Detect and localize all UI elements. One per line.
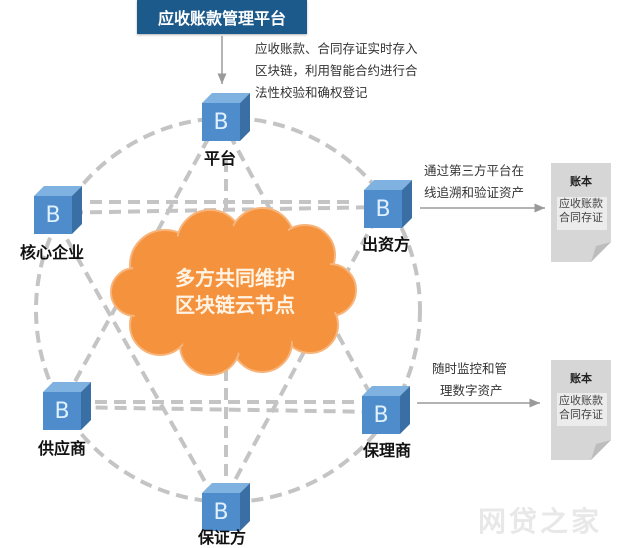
block-icon: B: [375, 196, 391, 222]
node-label-platform: 平台: [204, 149, 237, 168]
node-label-funder: 出资方: [362, 235, 411, 254]
cloud-shape: [110, 207, 357, 376]
ledger-line: 合同存证: [559, 211, 603, 224]
ledger-line: 合同存证: [559, 408, 603, 421]
block-icon: B: [373, 402, 389, 428]
cloud-line: 多方共同维护: [175, 266, 295, 290]
block-icon: B: [45, 202, 61, 228]
funder-note: 通过第三方平台在 线追溯和验证资产: [424, 160, 524, 204]
block-icon: B: [213, 499, 229, 525]
note-line: 应收账款、合同存证实时存入: [255, 41, 418, 56]
factor-note: 随时监控和管 理数字资产: [432, 358, 507, 402]
note-line: 理数字资产: [440, 383, 503, 398]
block-icon: B: [54, 398, 70, 424]
ledger-line: 应收账款: [559, 197, 603, 210]
node-label-supplier: 供应商: [38, 439, 87, 458]
note-line: 线追溯和验证资产: [424, 185, 525, 200]
cloud-line: 区块链云节点: [175, 293, 295, 317]
ledger-document: 账本 应收账款 合同存证: [551, 173, 611, 225]
platform-note: 应收账款、合同存证实时存入 区块链，利用智能合约进行合 法性校验和确权登记: [255, 38, 418, 104]
note-line: 通过第三方平台在: [424, 163, 525, 178]
note-line: 区块链，利用智能合约进行合: [255, 63, 418, 78]
header-title: 应收账款管理平台: [157, 9, 286, 28]
ledger-title: 账本: [570, 175, 592, 188]
ledger-document: 账本 应收账款 合同存证: [551, 370, 611, 422]
node-label-guarantor: 保证方: [198, 528, 247, 547]
node-label-factor: 保理商: [363, 441, 412, 460]
ledger-line: 应收账款: [559, 394, 603, 407]
cubes: [34, 93, 412, 531]
ledger-title: 账本: [570, 372, 592, 385]
note-line: 法性校验和确权登记: [255, 85, 368, 100]
node-label-core: 核心企业: [20, 243, 85, 262]
block-icon: B: [213, 109, 229, 135]
watermark: 网贷之家: [478, 505, 603, 538]
note-line: 随时监控和管: [432, 361, 508, 376]
cloud-label: 多方共同维护 区块链云节点: [150, 265, 320, 319]
ledger-shapes: [551, 163, 611, 460]
platform-header: 应收账款管理平台: [137, 0, 307, 34]
